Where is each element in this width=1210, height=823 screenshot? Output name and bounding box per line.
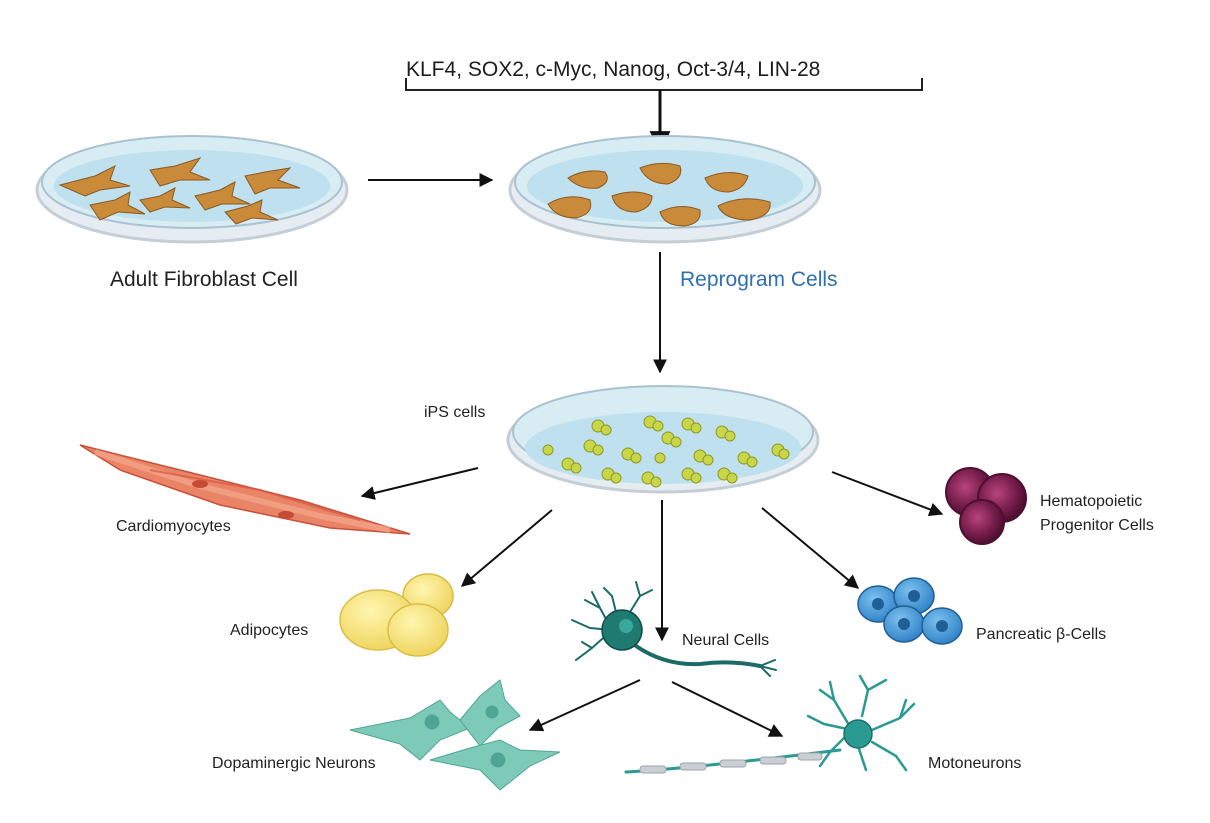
fibroblast-cells — [58, 157, 301, 225]
petri-dish-fibroblast — [35, 135, 349, 244]
differentiation-arrows — [360, 467, 944, 737]
myelin-segments — [639, 752, 823, 774]
petri-dish-reprogram — [508, 135, 822, 244]
ips-cells-label: iPS cells — [424, 404, 486, 421]
arrow-to-hematopoietic — [831, 471, 944, 517]
reprogrammed-cells — [547, 162, 771, 227]
petri-dish-ips — [506, 385, 820, 494]
cardiomyocyte-illustration — [79, 444, 411, 535]
adipocyte-illustration — [339, 573, 454, 657]
neural-cells-label: Neural Cells — [682, 632, 770, 649]
adult-fibroblast-label: Adult Fibroblast Cell — [110, 268, 298, 291]
dopaminergic-neurons-label: Dopaminergic Neurons — [212, 755, 376, 772]
arrow-to-dopaminergic — [528, 679, 641, 732]
adipocytes-label: Adipocytes — [230, 622, 309, 639]
ips-cell-clusters — [542, 415, 790, 488]
pancreatic-cells-illustration — [857, 577, 963, 645]
arrow-to-motoneurons — [671, 681, 784, 737]
dopaminergic-neurons-illustration — [349, 679, 561, 791]
reprogramming-factors-label: KLF4, SOX2, c-Myc, Nanog, Oct-3/4, LIN-2… — [406, 58, 821, 81]
pancreatic-beta-cells-label: Pancreatic β-Cells — [976, 626, 1107, 643]
neural-cell-illustration — [571, 581, 777, 677]
cardiomyocytes-label: Cardiomyocytes — [116, 518, 231, 535]
hematopoietic-cells-illustration — [945, 467, 1027, 545]
arrow-to-adipocytes — [460, 509, 553, 587]
motoneurons-label: Motoneurons — [928, 755, 1022, 772]
hematopoietic-label-line2: Progenitor Cells — [1040, 517, 1154, 534]
hematopoietic-label-line1: Hematopoietic — [1040, 493, 1143, 510]
reprogram-cells-label: Reprogram Cells — [680, 268, 838, 291]
arrow-to-cardiomyocytes — [360, 467, 479, 500]
arrow-to-pancreatic — [761, 507, 860, 589]
hematopoietic-label: Hematopoietic Progenitor Cells — [1040, 490, 1154, 538]
